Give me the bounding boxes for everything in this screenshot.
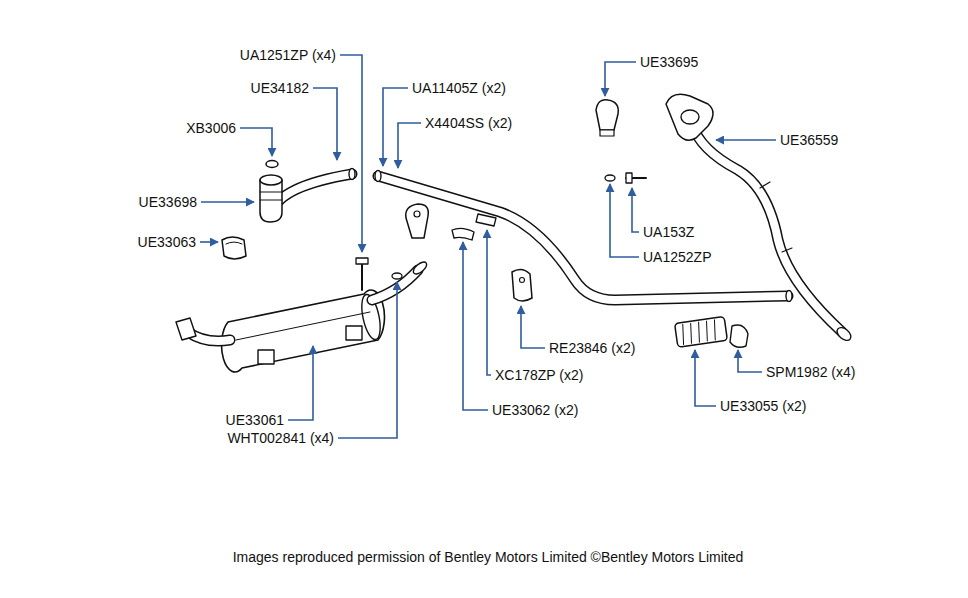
part-number: UE33695: [640, 53, 698, 71]
part-number: WHT002841 (x4): [227, 429, 334, 447]
part-number: SPM1982 (x4): [766, 363, 855, 381]
part-number: UE33062 (x2): [492, 401, 578, 419]
part-number: UE33055 (x2): [720, 397, 806, 415]
part-number: UA1252ZP: [643, 248, 711, 266]
part-number: XB3006: [186, 119, 236, 137]
leader-lines: [200, 55, 776, 438]
part-number: UA1251ZP (x4): [240, 46, 336, 64]
part-number: UE36559: [780, 131, 838, 149]
caption: Images reproduced permission of Bentley …: [233, 548, 744, 566]
part-number: UE34182: [251, 79, 309, 97]
part-number: UE33698: [139, 193, 197, 211]
part-number: UE33061: [226, 411, 284, 429]
part-number: UA11405Z (x2): [412, 79, 506, 97]
part-number: X4404SS (x2): [425, 114, 512, 132]
part-number: XC178ZP (x2): [495, 366, 583, 384]
part-number: RE23846 (x2): [549, 339, 635, 357]
part-number: UE33063: [138, 233, 196, 251]
part-number: UA153Z: [643, 223, 694, 241]
